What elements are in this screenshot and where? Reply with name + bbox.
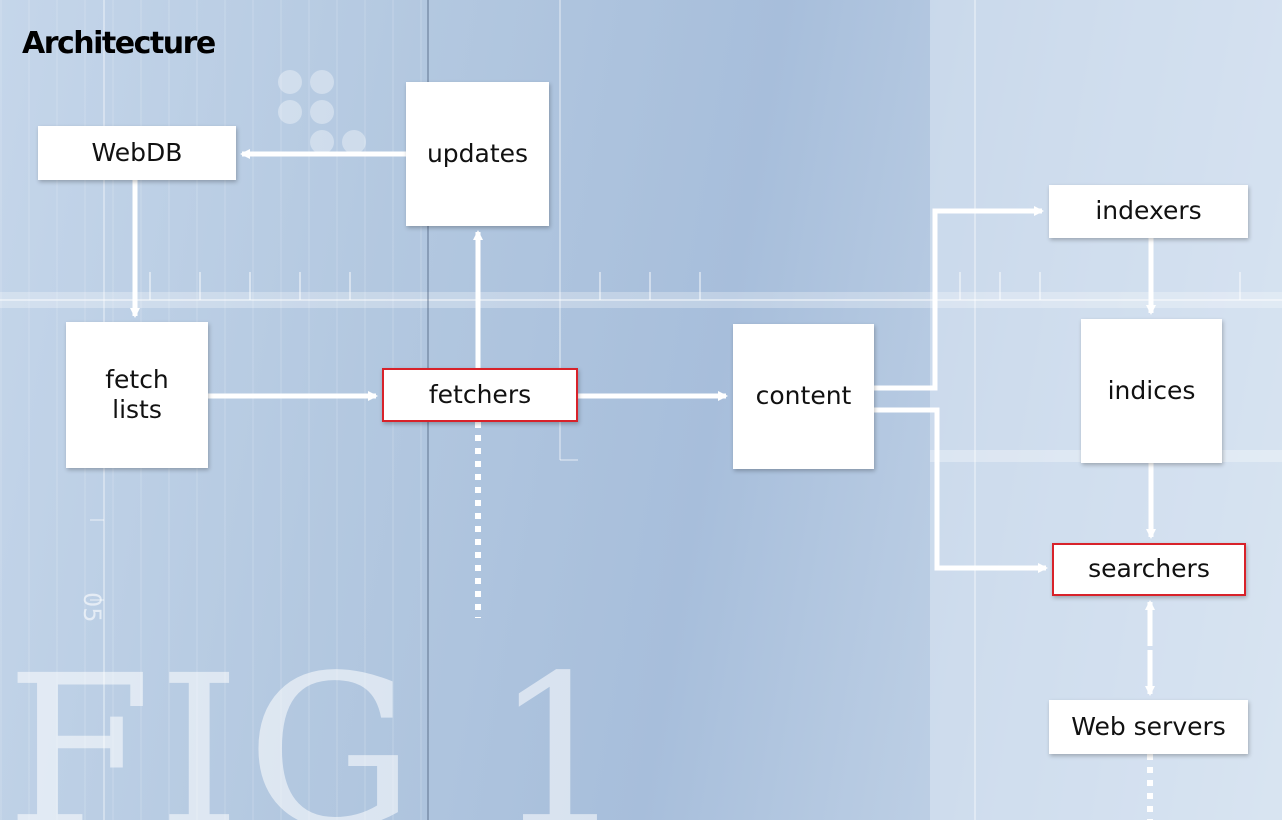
node-updates: updates: [406, 82, 549, 226]
node-fetchers: fetchers: [382, 368, 578, 422]
node-indexers: indexers: [1049, 185, 1248, 238]
diagram-title: Architecture: [22, 26, 216, 61]
arrow-content-to-indexers: [874, 206, 1044, 391]
node-indices: indices: [1081, 319, 1222, 463]
node-label: searchers: [1088, 554, 1210, 584]
node-label: indexers: [1095, 196, 1202, 226]
dot-pattern: [278, 70, 366, 154]
node-label: Web servers: [1071, 711, 1226, 741]
node-searchers: searchers: [1052, 543, 1246, 596]
node-web-servers: Web servers: [1049, 700, 1248, 754]
ruler-ticks: [0, 272, 1282, 301]
background-band: [0, 292, 1282, 308]
node-label-line-2: lists: [112, 395, 162, 424]
node-label: content: [755, 381, 852, 411]
node-label: updates: [426, 138, 529, 168]
node-label-line-1: fetch: [105, 364, 169, 394]
node-content: content: [733, 324, 874, 469]
node-webdb: WebDB: [38, 126, 236, 180]
node-fetch-lists: fetch lists: [66, 322, 208, 468]
fig-watermark: FIG 1: [6, 630, 633, 820]
node-label: fetchers: [428, 379, 532, 409]
node-label: WebDB: [91, 137, 183, 167]
arrow-content-to-searchers: [874, 407, 1048, 573]
node-label: indices: [1107, 375, 1196, 405]
